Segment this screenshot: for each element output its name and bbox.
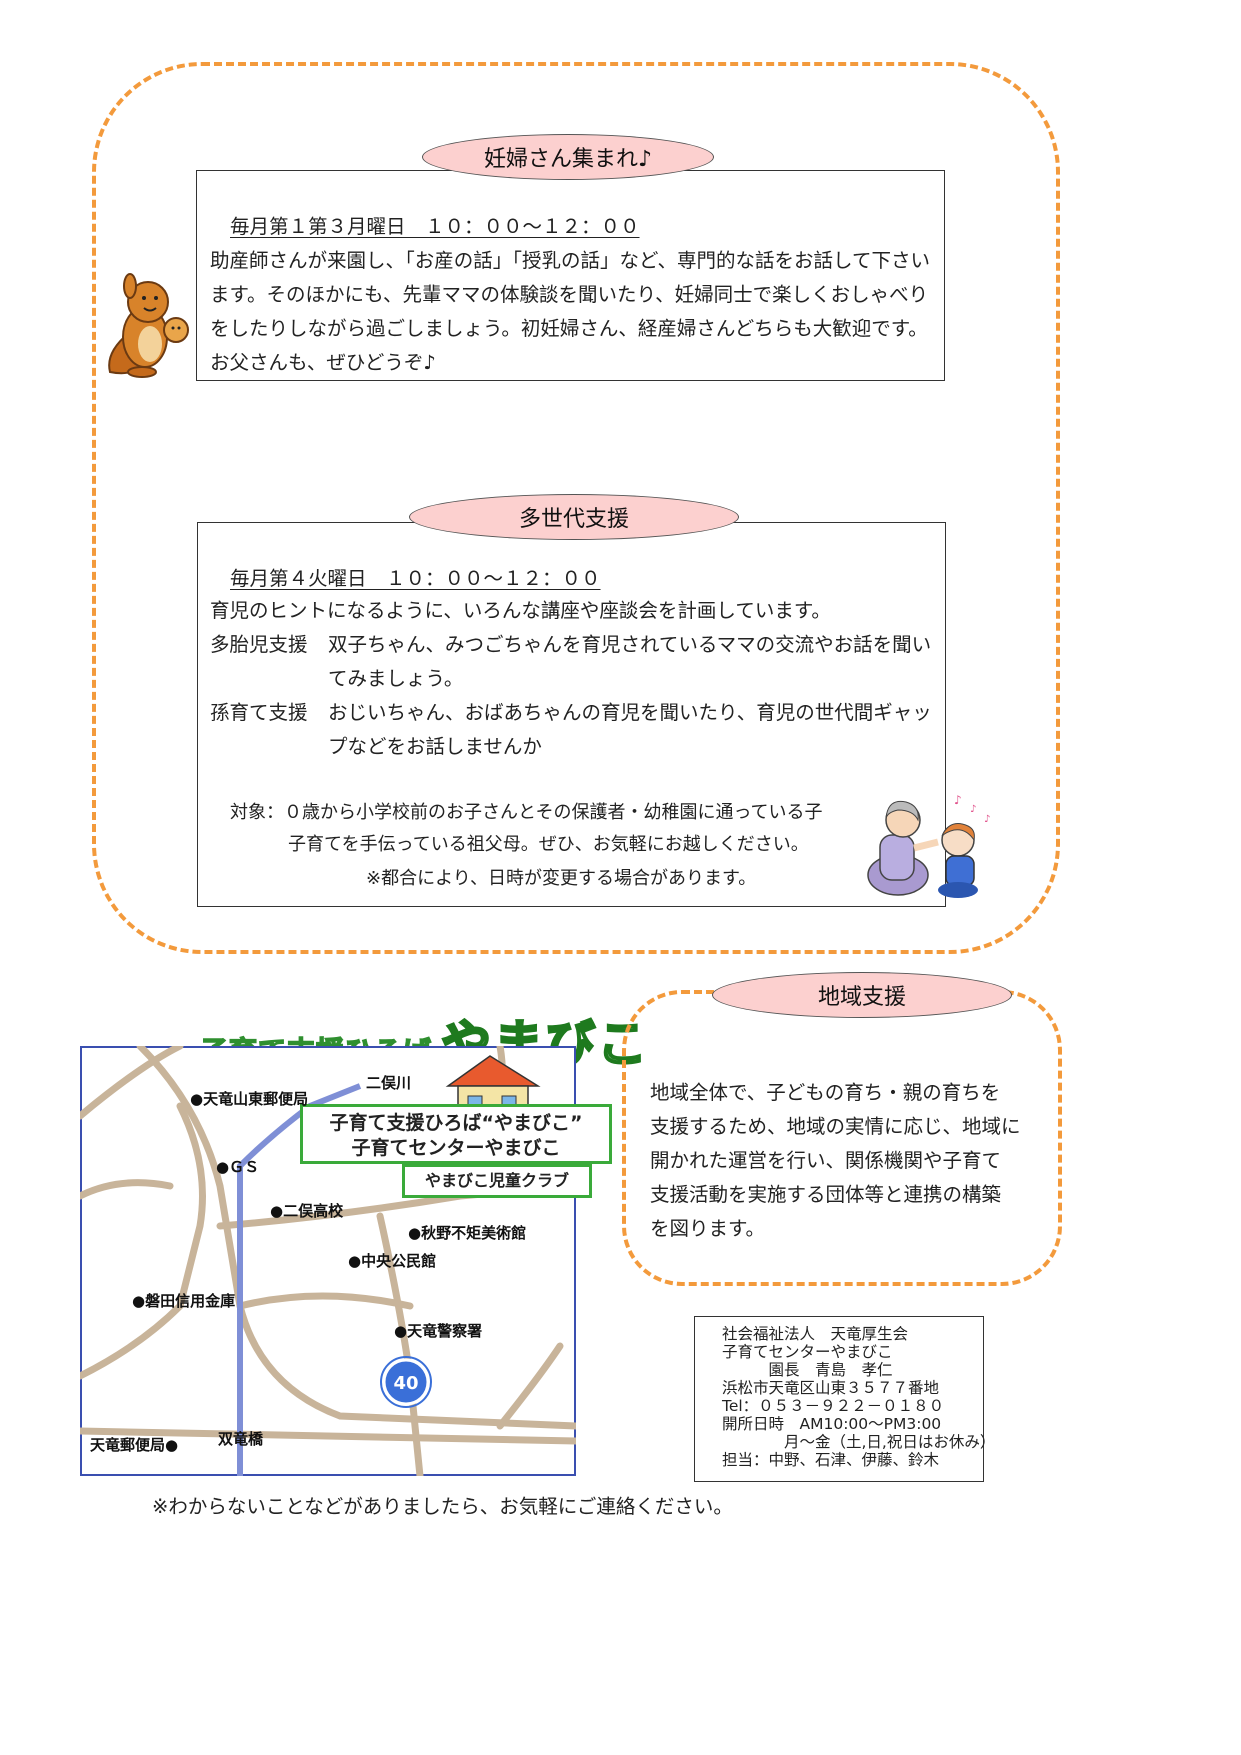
- grandma-child-illustration: ♪ ♪ ♪: [867, 793, 990, 898]
- map-label-bank: ●磐田信用金庫: [132, 1292, 236, 1310]
- target-line-1: 対象：０歳から小学校前のお子さんとその保護者・幼稚園に通っている子: [230, 802, 823, 823]
- map-label-post-east: ●天竜山東郵便局: [190, 1090, 309, 1108]
- target-line-2: 子育てを手伝っている祖父母。ぜひ、お気軽にお越しください。: [288, 834, 809, 855]
- map-box-line-1: 子育て支援ひろば“やまびこ”: [329, 1112, 583, 1134]
- svg-text:♪: ♪: [970, 804, 976, 815]
- pregnant-line-4: お父さんも、ぜひどうぞ♪: [210, 351, 436, 374]
- pregnant-line-2: ます。そのほかにも、先輩ママの体験談を聞いたり、妊婦同士で楽しくおしゃべり: [210, 283, 929, 306]
- contact-line-6: 開所日時 AM10:00～PM3:00: [722, 1415, 942, 1433]
- multiple-birth-line-2: てみましょう。: [328, 667, 464, 690]
- pregnant-line-1: 助産師さんが来園し、「お産の話」「授乳の話」など、専門的な話をお話して下さい: [210, 249, 930, 272]
- footer-note: ※わからないことなどがありましたら、お気軽にご連絡ください。: [152, 1495, 733, 1518]
- pregnant-schedule: 毎月第１第３月曜日 １０：００～１２：００: [230, 215, 640, 238]
- map-label-museum: ●秋野不矩美術館: [408, 1224, 527, 1242]
- multigen-section-box: [197, 522, 946, 907]
- top-dashed-frame: [92, 62, 1060, 954]
- pregnant-section-title: 妊婦さん集まれ♪: [422, 134, 714, 180]
- regional-line-2: 支援するため、地域の実情に応じ、地域に: [650, 1115, 1021, 1138]
- svg-text:♪: ♪: [954, 793, 962, 807]
- map-label-community: ●中央公民館: [348, 1252, 437, 1270]
- contact-line-1: 社会福祉法人 天竜厚生会: [722, 1325, 909, 1343]
- map-label-police: ●天竜警察署: [394, 1322, 483, 1340]
- map-label-bridge: 双竜橋: [218, 1430, 264, 1448]
- regional-section-title: 地域支援: [712, 972, 1012, 1018]
- contact-line-7: 月～金（土,日,祝日はお休み）: [722, 1433, 996, 1451]
- multigen-schedule: 毎月第４火曜日 １０：００～１２：００: [230, 567, 601, 590]
- regional-line-1: 地域全体で、子どもの育ち・親の育ちを: [650, 1081, 1001, 1104]
- pregnant-section-box: [196, 170, 945, 381]
- regional-line-4: 支援活動を実施する団体等と連携の構築: [650, 1183, 1002, 1206]
- regional-line-5: を図ります。: [650, 1217, 766, 1240]
- contact-line-5: Tel：０５３－９２２－０１８０: [722, 1397, 945, 1415]
- schedule-note: ※都合により、日時が変更する場合があります。: [366, 868, 757, 889]
- contact-line-8: 担当：中野、石津、伊藤、鈴木: [722, 1451, 940, 1469]
- contact-line-2: 子育てセンターやまびこ: [722, 1343, 893, 1361]
- contact-line-4: 浜松市天竜区山東３５７７番地: [722, 1379, 940, 1397]
- svg-text:♪: ♪: [984, 814, 990, 825]
- map-facility-box: 子育て支援ひろば“やまびこ” 子育てセンターやまびこ: [300, 1104, 612, 1164]
- map-label-river: 二俣川: [366, 1074, 412, 1092]
- map-label-post-tenryu: 天竜郵便局●: [90, 1436, 179, 1454]
- regional-line-3: 開かれた運営を行い、関係機関や子育て: [650, 1149, 1002, 1172]
- multigen-intro: 育児のヒントになるように、いろんな講座や座談会を計画しています。: [210, 599, 831, 622]
- map-club-label: やまびこ児童クラブ: [424, 1171, 569, 1190]
- contact-box: [694, 1316, 984, 1482]
- map-label-highschool: ●二俣高校: [270, 1202, 344, 1220]
- route-40-label: 40: [393, 1373, 418, 1394]
- map-label-gs: ●ＧＳ: [216, 1158, 260, 1176]
- multiple-birth-line-1: 双子ちゃん、みつごちゃんを育児されているママの交流やお話を聞い: [328, 633, 932, 656]
- multiple-birth-label: 多胎児支援: [210, 633, 308, 656]
- grandchild-line-2: プなどをお話しませんか: [328, 735, 542, 758]
- grandchild-label: 孫育て支援: [210, 701, 308, 724]
- contact-line-3: 園長 青島 孝仁: [722, 1361, 893, 1379]
- grandchild-line-1: おじいちゃん、おばあちゃんの育児を聞いたり、育児の世代間ギャッ: [328, 701, 932, 724]
- pregnant-line-3: をしたりしながら過ごしましょう。初妊婦さん、経産婦さんどちらも大歓迎です。: [210, 317, 928, 340]
- kangaroo-illustration: [108, 273, 189, 378]
- map-club-box: やまびこ児童クラブ: [402, 1164, 592, 1198]
- map-box-line-2: 子育てセンターやまびこ: [351, 1137, 561, 1159]
- multigen-section-title: 多世代支援: [409, 494, 739, 540]
